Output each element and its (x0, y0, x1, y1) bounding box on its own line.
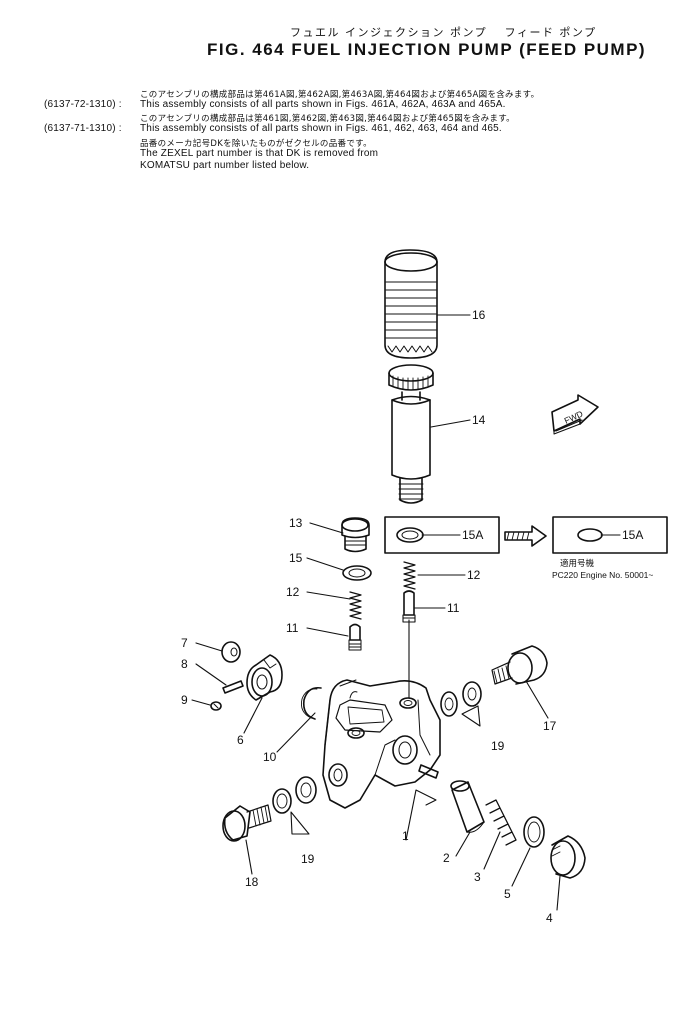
assembly-code-2: (6137-71-1310) : (44, 123, 122, 134)
note-en-1: This assembly consists of all parts show… (140, 99, 506, 110)
figure-title: FIG. 464 FUEL INJECTION PUMP (FEED PUMP) (207, 40, 647, 59)
part-7-washer (221, 641, 241, 663)
part-12-spring-right (403, 561, 416, 590)
note-jp-2: このアセンブリの構成部品は第461図,第462図,第463図,第464図および第… (140, 114, 515, 124)
callout-19-right: 19 (491, 739, 505, 753)
callout-16: 16 (472, 308, 486, 322)
part-15a-ring (396, 527, 424, 543)
part-4-plug (550, 835, 586, 879)
callout-2: 2 (443, 851, 450, 865)
callout-1: 1 (402, 829, 409, 843)
callout-12-right: 12 (467, 568, 481, 582)
part-10-snap-ring (302, 686, 322, 720)
part-15a-alt-ring (577, 528, 603, 542)
callout-10: 10 (263, 750, 277, 764)
box-15a (384, 516, 500, 554)
title-japanese: フュエル インジェクション ポンプ フィード ポンプ (290, 26, 597, 39)
note-jp-1: このアセンブリの構成部品は第461A図,第462A図,第463A図,第464図お… (140, 90, 540, 100)
callout-15a-alt: 15A (622, 528, 643, 542)
callout-6: 6 (237, 733, 244, 747)
callout-4: 4 (546, 911, 553, 925)
body-pin (418, 764, 439, 779)
part-3-spring (485, 799, 517, 846)
part-13-plug (341, 517, 370, 553)
part-9-screw (210, 701, 222, 711)
fwd-arrow (551, 394, 599, 435)
box-15a-alt (552, 516, 668, 554)
part-11-valve-right (402, 590, 416, 623)
part-5-gasket (523, 816, 545, 848)
part-6-roller (246, 654, 283, 701)
applicability-text: PC220 Engine No. 50001~ (552, 570, 653, 580)
callout-19-left: 19 (301, 852, 315, 866)
part-8-pin (222, 680, 244, 694)
callout-11-right: 11 (447, 601, 460, 615)
callout-18: 18 (245, 875, 259, 889)
callout-3: 3 (474, 870, 481, 884)
part-19-washer-d (295, 776, 317, 804)
callout-11-left: 11 (286, 621, 299, 635)
callout-13: 13 (289, 516, 303, 530)
callout-17: 17 (543, 719, 557, 733)
callout-15a: 15A (462, 528, 483, 542)
part-16-strainer (384, 249, 438, 359)
part-19-washer-b (462, 681, 482, 707)
part-14-priming-pump (388, 364, 434, 504)
callout-15: 15 (289, 551, 303, 565)
callout-14: 14 (472, 413, 486, 427)
part-12-spring-left (349, 591, 362, 620)
callout-12-left: 12 (286, 585, 300, 599)
note-en-2: This assembly consists of all parts show… (140, 123, 502, 134)
part-2-piston (450, 780, 485, 833)
part-1-pump-body (322, 679, 441, 809)
part-18-bolt (222, 804, 272, 842)
part-19-washer-c (272, 788, 292, 814)
part-11-valve-left (348, 623, 362, 651)
assembly-code-1: (6137-72-1310) : (44, 99, 122, 110)
callout-8: 8 (181, 657, 188, 671)
callout-5: 5 (504, 887, 511, 901)
part-15-gasket (342, 565, 372, 581)
hatched-arrow (504, 525, 547, 547)
callout-9: 9 (181, 693, 188, 707)
part-17-bolt (491, 645, 548, 685)
note-en-4: KOMATSU part number listed below. (140, 160, 310, 171)
callout-7: 7 (181, 636, 188, 650)
part-19-washer-a (440, 691, 458, 717)
note-en-3: The ZEXEL part number is that DK is remo… (140, 148, 379, 159)
applicability-jp: 適用号機 (560, 558, 595, 568)
note-jp-3: 品番のメーカ記号DKを除いたものがゼクセルの品番です。 (140, 139, 372, 149)
